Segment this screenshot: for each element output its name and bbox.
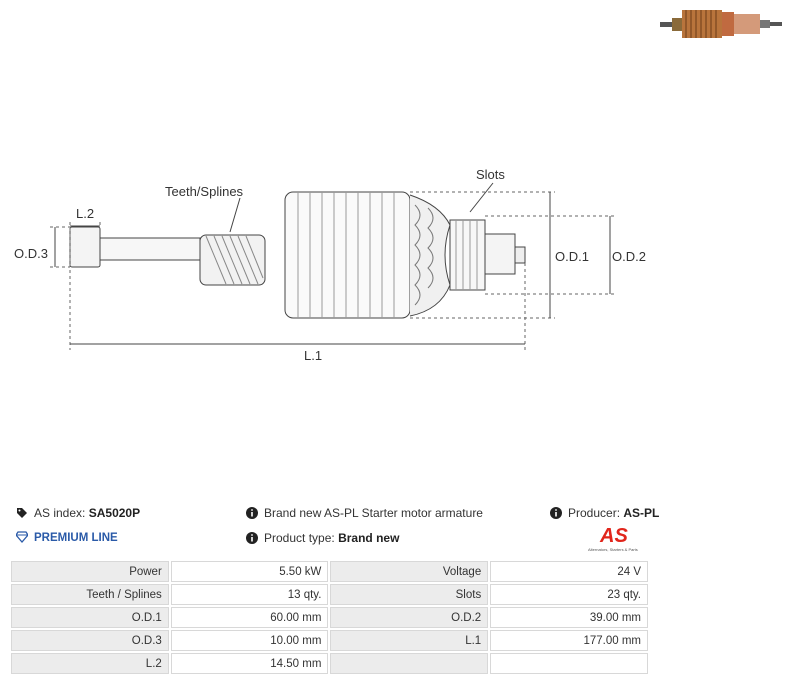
as-index: AS index: SA5020P <box>16 506 140 520</box>
info-icon <box>246 532 258 544</box>
as-index-label: AS index: <box>34 506 86 520</box>
table-row: O.D.1 60.00 mm O.D.2 39.00 mm <box>11 607 648 628</box>
armature-technical-drawing: Teeth/Splines Slots L.2 O.D.3 O.D.1 O.D.… <box>14 167 646 363</box>
spec-key: Power <box>11 561 169 582</box>
as-pl-logo: AS Alternators, Starters & Parts <box>588 525 638 552</box>
info-icon <box>246 507 258 519</box>
spec-key: Voltage <box>330 561 489 582</box>
product-thumbnail-image <box>660 10 782 38</box>
spec-key: L.2 <box>11 653 169 674</box>
spec-key <box>330 653 489 674</box>
as-index-value: SA5020P <box>88 506 141 520</box>
spec-value: 23 qty. <box>490 584 648 605</box>
spec-value: 14.50 mm <box>170 653 329 674</box>
table-row: Teeth / Splines 13 qty. Slots 23 qty. <box>11 584 648 605</box>
svg-text:AS: AS <box>599 525 628 547</box>
spec-key: O.D.2 <box>330 607 489 628</box>
spec-value: 177.00 mm <box>490 630 648 651</box>
premium-line-text: PREMIUM LINE <box>34 532 118 544</box>
product-type-label: Product type: <box>264 531 335 545</box>
tag-icon <box>17 508 27 518</box>
svg-text:Alternators, Starters & Parts: Alternators, Starters & Parts <box>588 547 638 552</box>
spec-value: 60.00 mm <box>170 607 329 628</box>
spec-key: O.D.1 <box>11 607 169 628</box>
diamond-icon <box>16 531 28 543</box>
spec-value: 24 V <box>490 561 648 582</box>
description-text: Brand new AS-PL Starter motor armature <box>264 506 483 520</box>
label-l2: L.2 <box>76 206 94 221</box>
producer-value: AS-PL <box>623 506 660 520</box>
producer: Producer: AS-PL <box>550 506 659 520</box>
table-row: L.2 14.50 mm <box>11 653 648 674</box>
label-teeth-splines: Teeth/Splines <box>165 184 244 199</box>
product-type: Product type: Brand new <box>246 531 399 545</box>
spec-key: O.D.3 <box>11 630 169 651</box>
spec-key: Slots <box>330 584 489 605</box>
product-description: Brand new AS-PL Starter motor armature <box>246 506 483 520</box>
spec-key: Teeth / Splines <box>11 584 169 605</box>
producer-label: Producer: <box>568 506 621 520</box>
label-od3: O.D.3 <box>14 246 48 261</box>
label-od2: O.D.2 <box>612 249 646 264</box>
label-od1: O.D.1 <box>555 249 589 264</box>
product-type-value: Brand new <box>338 531 400 545</box>
spec-value <box>490 653 648 674</box>
spec-key: L.1 <box>330 630 489 651</box>
premium-line-badge: PREMIUM LINE <box>16 531 118 544</box>
spec-value: 13 qty. <box>170 584 329 605</box>
label-l1: L.1 <box>304 348 322 363</box>
table-row: Power 5.50 kW Voltage 24 V <box>11 561 648 582</box>
spec-value: 39.00 mm <box>490 607 648 628</box>
info-icon <box>550 507 562 519</box>
spec-value: 10.00 mm <box>170 630 329 651</box>
specifications-table: Power 5.50 kW Voltage 24 V Teeth / Splin… <box>9 559 650 676</box>
label-slots: Slots <box>476 167 505 182</box>
table-row: O.D.3 10.00 mm L.1 177.00 mm <box>11 630 648 651</box>
spec-value: 5.50 kW <box>170 561 329 582</box>
